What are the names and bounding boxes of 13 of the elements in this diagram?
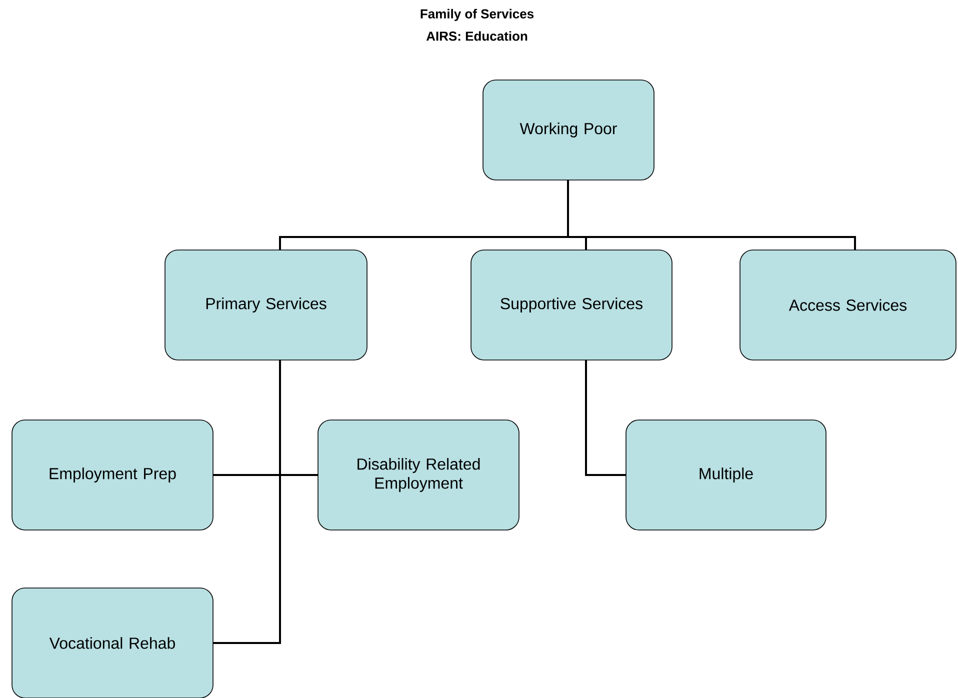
connector-line [213,360,281,644]
service-box: Vocational Rehab [12,588,214,698]
service-box: Working Poor [482,80,654,180]
service-box: Supportive Services [470,250,672,360]
service-box: Primary Services [164,250,368,360]
connector-line [567,180,856,250]
connector-line [585,360,626,476]
service-box: Access Services [740,250,956,360]
service-box: Disability Related Employment [318,420,520,530]
service-box: Employment Prep [12,420,214,530]
subtitle: AIRS: Education [426,31,528,41]
service-box: Multiple [626,420,826,530]
title: Family of Services [420,8,534,22]
